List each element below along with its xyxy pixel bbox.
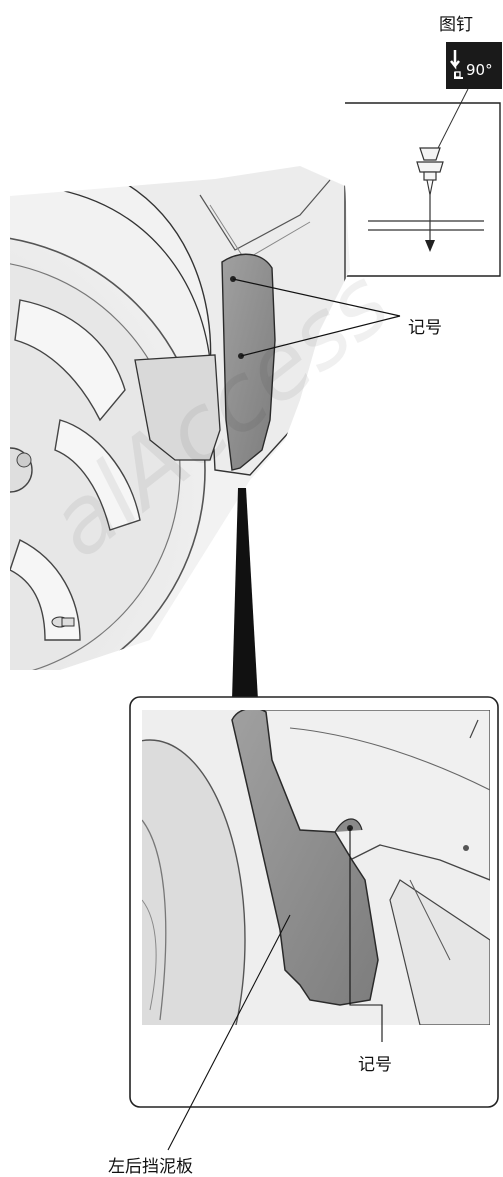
angle-90-icon: 90° [446, 42, 502, 89]
zoom-pointer [232, 488, 258, 700]
pushpin-label: 图钉 [439, 10, 473, 35]
left-rear-mud-flap-label: 左后挡泥板 [108, 1152, 193, 1177]
pushpin-icon [417, 148, 443, 195]
angle-badge-text: 90° [466, 61, 493, 79]
mark-label-bottom: 记号 [358, 1050, 392, 1075]
mark-label-top: 记号 [408, 313, 442, 338]
pushpin-detail-box [345, 103, 500, 276]
